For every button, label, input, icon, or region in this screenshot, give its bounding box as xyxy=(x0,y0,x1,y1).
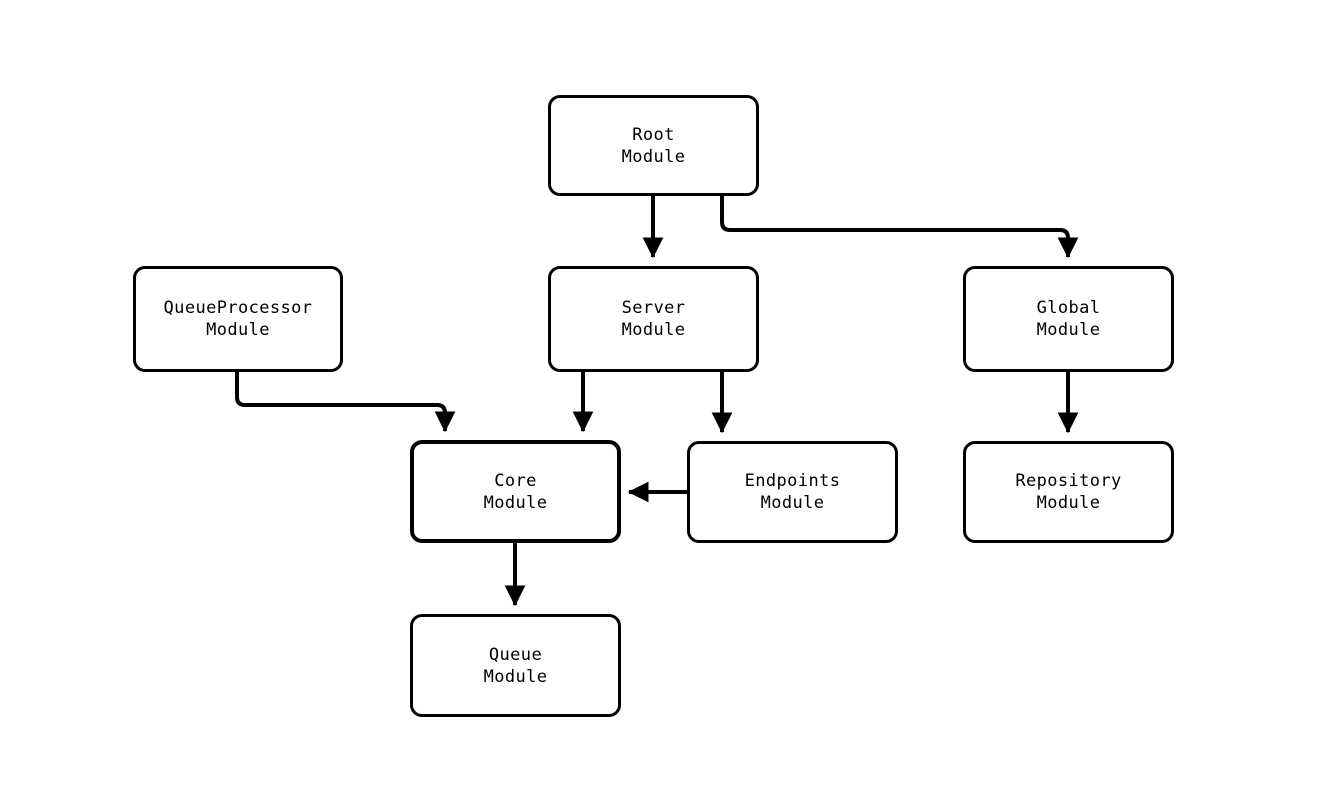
node-server-module[interactable]: Server Module xyxy=(548,266,759,372)
node-repository-module-line1: Repository xyxy=(1015,471,1122,491)
node-root-module-line1: Root xyxy=(632,124,675,145)
node-server-module-line2: Module xyxy=(621,320,686,340)
node-root-module-line2: Module xyxy=(621,146,686,167)
node-queue-module[interactable]: Queue Module xyxy=(410,614,621,717)
node-global-module-line2: Module xyxy=(1036,320,1101,340)
node-global-module[interactable]: Global Module xyxy=(963,266,1174,372)
node-queueprocessor-module-line2: Module xyxy=(206,320,270,340)
node-queueprocessor-module-line1: QueueProcessor xyxy=(163,298,313,318)
node-repository-module-line2: Module xyxy=(1036,493,1101,513)
node-global-module-line1: Global xyxy=(1036,298,1101,318)
node-root-module[interactable]: Root Module xyxy=(548,95,759,196)
node-queue-module-line2: Module xyxy=(483,666,548,687)
node-core-module[interactable]: Core Module xyxy=(410,440,621,543)
node-core-module-line2: Module xyxy=(483,492,548,513)
edge-root-global xyxy=(720,196,1079,259)
node-repository-module[interactable]: Repository Module xyxy=(963,441,1174,543)
node-queue-module-line1: Queue xyxy=(488,644,543,665)
node-endpoints-module-line1: Endpoints xyxy=(744,471,841,491)
node-endpoints-module-line2: Module xyxy=(760,493,825,513)
node-endpoints-module[interactable]: Endpoints Module xyxy=(687,441,898,543)
node-core-module-line1: Core xyxy=(494,470,537,491)
node-server-module-line1: Server xyxy=(621,298,686,318)
node-queueprocessor-module[interactable]: QueueProcessor Module xyxy=(133,266,343,372)
edge-queueprocessor-core xyxy=(235,372,456,433)
